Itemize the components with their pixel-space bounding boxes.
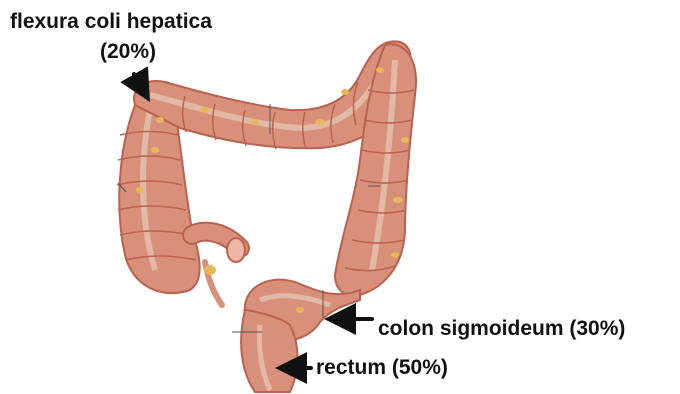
label-flexura-coli-hepatica: flexura coli hepatica	[10, 11, 212, 32]
label-rectum: rectum (50%)	[316, 357, 448, 378]
rectum	[232, 310, 298, 392]
descending-colon	[335, 44, 416, 295]
ascending-colon	[117, 105, 200, 293]
label-flexura-percent: (20%)	[100, 41, 156, 62]
label-colon-sigmoideum: colon sigmoideum (30%)	[378, 318, 625, 339]
